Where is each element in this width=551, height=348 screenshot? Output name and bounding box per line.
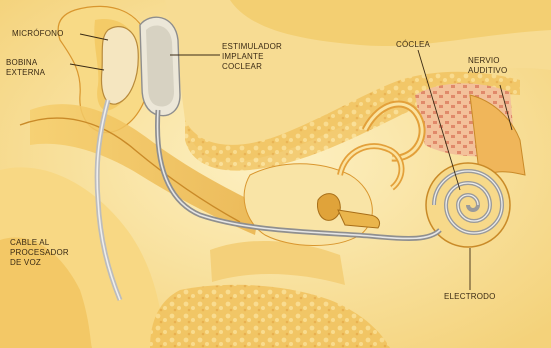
- label-cable-procesador: CABLE AL PROCESADOR DE VOZ: [10, 238, 69, 268]
- label-electrodo: ELECTRODO: [444, 292, 496, 302]
- ossicles: [317, 194, 340, 221]
- label-estimulador: ESTIMULADOR IMPLANTE COCLEAR: [222, 42, 282, 72]
- implant-stimulator-inner: [146, 26, 174, 107]
- label-bobina-externa: BOBINA EXTERNA: [6, 58, 45, 78]
- label-nervio-auditivo: NERVIO AUDITIVO: [468, 56, 507, 76]
- label-coclea: CÓCLEA: [396, 40, 430, 50]
- label-microfono: MICRÓFONO: [12, 29, 64, 39]
- cochlea: [426, 163, 510, 247]
